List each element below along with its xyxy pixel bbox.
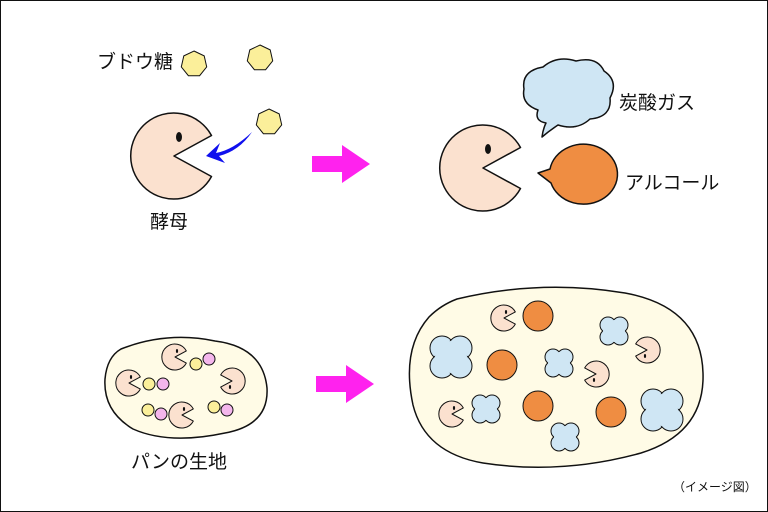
alcohol-ball-icon: [522, 390, 554, 422]
sugar-dot-icon: [202, 352, 216, 366]
co2-cloud-icon: [471, 394, 501, 424]
yeast-pacman-icon: [438, 124, 522, 212]
dough-label: パンの生地: [131, 451, 227, 473]
alcohol-ball-icon: [522, 300, 554, 332]
alcohol-label: アルコール: [625, 172, 720, 194]
glucose-dot-icon: [142, 377, 156, 391]
yeast-label: 酵母: [150, 211, 189, 233]
yeast-pacman-icon: [129, 112, 213, 200]
alcohol-ball-icon: [486, 349, 518, 381]
sugar-dot-icon: [154, 407, 168, 421]
glucose-icon: [255, 108, 283, 135]
glucose-dot-icon: [141, 403, 155, 417]
co2-cloud-icon: [599, 316, 629, 346]
alcohol-ball-icon: [595, 396, 627, 428]
glucose-icon: [246, 44, 274, 71]
co2-cloud-icon: [429, 335, 473, 379]
glucose-label: ブドウ糖: [97, 51, 174, 73]
image-note: （イメージ図）: [673, 480, 757, 494]
alcohol-bubble-icon: [537, 143, 619, 205]
co2-label: 炭酸ガス: [619, 92, 696, 114]
sugar-dot-icon: [220, 403, 234, 417]
co2-cloud-icon: [640, 388, 684, 432]
co2-cloud-icon: [550, 422, 580, 452]
co2-cloud-icon: [544, 348, 574, 378]
eat-arrow-icon: [206, 132, 252, 163]
process-arrow-icon: [316, 365, 374, 403]
process-arrow-icon: [312, 145, 370, 183]
glucose-icon: [180, 50, 208, 77]
co2-bubble-icon: [522, 58, 615, 138]
glucose-dot-icon: [207, 400, 221, 414]
sugar-dot-icon: [156, 377, 170, 391]
glucose-dot-icon: [189, 357, 203, 371]
